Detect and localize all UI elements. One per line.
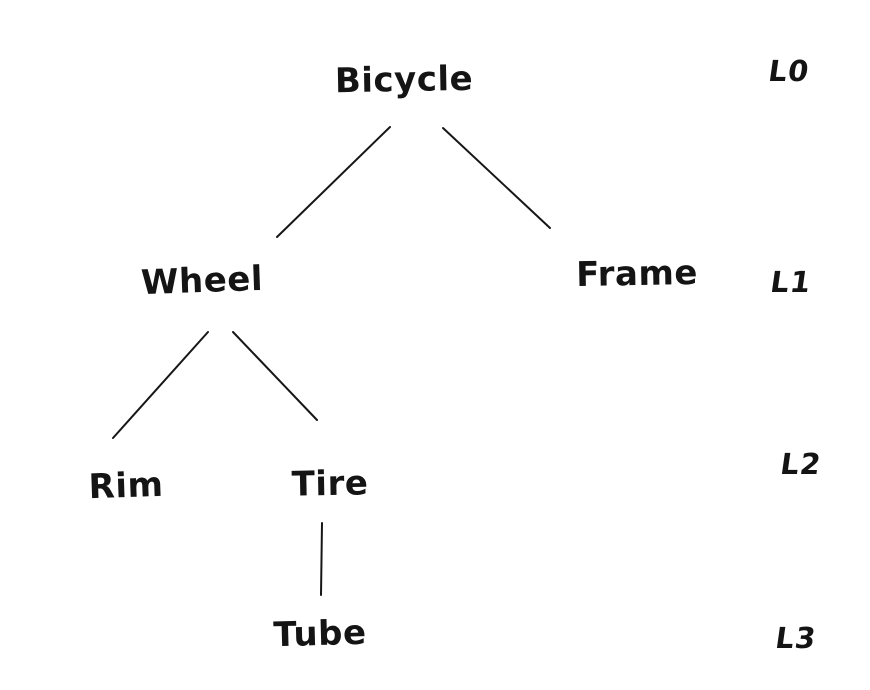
- edge-bicycle-wheel: [276, 126, 391, 238]
- edge-wheel-tire: [232, 331, 318, 421]
- edge-wheel-rim: [112, 331, 209, 439]
- level-label-l2: L2: [778, 447, 824, 481]
- edge-tire-tube: [320, 522, 323, 596]
- node-label-tire: Tire: [291, 463, 369, 505]
- level-label-l0: L0: [766, 54, 812, 88]
- node-label-rim: Rim: [87, 464, 165, 508]
- node-label-frame: Frame: [575, 252, 699, 296]
- edge-bicycle-frame: [442, 127, 551, 229]
- node-label-tube: Tube: [272, 612, 368, 656]
- level-label-l1: L1: [768, 265, 814, 299]
- node-label-bicycle: Bicycle: [334, 58, 474, 102]
- node-label-wheel: Wheel: [140, 258, 264, 304]
- level-label-l3: L3: [773, 621, 819, 655]
